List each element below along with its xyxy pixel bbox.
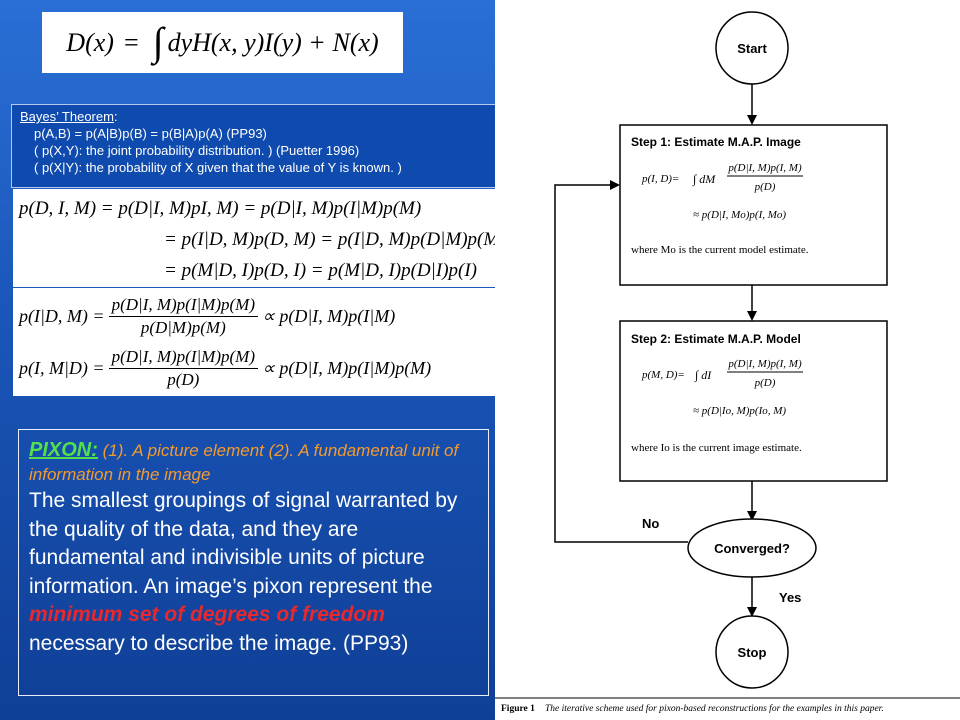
eq-integrand: dyH(x, y)I(y) bbox=[167, 27, 302, 57]
posterior-rhs: ∝ p(D|I, M)p(I|M)p(M) bbox=[261, 357, 432, 378]
joint-eq-row: = p(M|D, I)p(D, I) = p(M|D, I)p(D|I)p(I) bbox=[164, 260, 478, 281]
data-model-equation: D(x) = ∫ dyH(x, y)I(y) + N(x) bbox=[42, 12, 403, 73]
step2-eq1-integral: ∫ dI bbox=[694, 368, 712, 382]
eq-lhs: D(x) bbox=[66, 27, 114, 57]
step1-eq1-lhs: p(I, D)= bbox=[641, 173, 679, 185]
posterior-lhs: p(I|D, M) = bbox=[19, 305, 105, 326]
stop-node bbox=[715, 615, 789, 689]
bayes-theorem-box: Bayes’ Theorem: p(A,B) = p(A|B)p(B) = p(… bbox=[11, 104, 496, 188]
step2-eq2: ≈ p(D|Io, M)p(Io, M) bbox=[693, 405, 786, 417]
no-label: No bbox=[642, 516, 659, 531]
flowchart-diagram: Start Step 1: Estimate M.A.P. Image p(I,… bbox=[495, 11, 960, 714]
step1-title: Step 1: Estimate M.A.P. Image bbox=[631, 135, 801, 149]
posterior-lhs: p(I, M|D) = bbox=[19, 357, 105, 378]
pixon-definition-box: PIXON: (1). A picture element (2). A fun… bbox=[18, 429, 489, 696]
eq-equals: = bbox=[123, 27, 139, 57]
step2-eq1-numerator: p(D|I, M)p(I, M) bbox=[727, 358, 802, 370]
pixon-keyword: PIXON: bbox=[29, 439, 98, 461]
pixon-body: The smallest groupings of signal warrant… bbox=[29, 487, 478, 658]
caption-text: The iterative scheme used for pixon-base… bbox=[545, 703, 884, 714]
pixon-short-definition: (1). A picture element (2). A fundamenta… bbox=[29, 441, 459, 484]
fraction-numerator: p(D|I, M)p(I|M)p(M) bbox=[108, 347, 258, 369]
fraction-denominator: p(D) bbox=[167, 369, 200, 389]
posterior-eq-row: p(I|D, M) = p(D|I, M)p(I|M)p(M) p(D|M)p(… bbox=[19, 290, 532, 342]
posterior-equations: p(I|D, M) = p(D|I, M)p(I|M)p(M) p(D|M)p(… bbox=[13, 288, 532, 396]
joint-eq-row: p(D, I, M) = p(D|I, M)pI, M) = p(D|I, M)… bbox=[19, 198, 422, 219]
yes-label: Yes bbox=[779, 590, 801, 605]
no-loop-line bbox=[554, 180, 688, 543]
step2-note: where Io is the current image estimate. bbox=[631, 442, 802, 454]
eq-plus: + bbox=[309, 27, 325, 57]
step2-title: Step 2: Estimate M.A.P. Model bbox=[631, 332, 801, 346]
joint-probability-equations: p(D, I, M) = p(D|I, M)pI, M) = p(D|I, M)… bbox=[13, 189, 524, 287]
start-label: Start bbox=[737, 41, 767, 56]
pixon-header: PIXON: (1). A picture element (2). A fun… bbox=[29, 438, 478, 487]
step1-eq2: ≈ p(D|I, Mo)p(I, Mo) bbox=[693, 209, 786, 221]
stop-label: Stop bbox=[738, 645, 767, 660]
pixon-body-text-end: necessary to describe the image. (PP93) bbox=[29, 631, 409, 655]
converged-label: Converged? bbox=[714, 541, 790, 556]
pixon-body-text: The smallest groupings of signal warrant… bbox=[29, 489, 458, 598]
eq-noise-term: N(x) bbox=[332, 27, 379, 57]
step1-eq1-numerator: p(D|I, M)p(I, M) bbox=[727, 162, 802, 174]
step1-eq1-denominator: p(D) bbox=[754, 181, 776, 193]
pixon-highlight: minimum set of degrees of freedom bbox=[29, 603, 385, 626]
flowchart-panel: Start Step 1: Estimate M.A.P. Image p(I,… bbox=[495, 0, 960, 720]
bayes-line-2: ( p(X,Y): the joint probability distribu… bbox=[34, 143, 360, 158]
bayes-line-3: ( p(X|Y): the probability of X given tha… bbox=[34, 160, 402, 175]
step2-eq1-lhs: p(M, D)= bbox=[641, 369, 685, 381]
step1-box bbox=[619, 124, 888, 286]
bayes-line-1: p(A,B) = p(A|B)p(B) = p(B|A)p(A) (PP93) bbox=[34, 126, 267, 141]
joint-eq-row: = p(I|D, M)p(D, M) = p(I|D, M)p(D|M)p(M) bbox=[164, 229, 506, 250]
caption-label: Figure 1 bbox=[501, 704, 535, 714]
posterior-fraction: p(D|I, M)p(I|M)p(M) p(D) bbox=[108, 347, 258, 390]
bayes-title: Bayes’ Theorem bbox=[20, 109, 114, 124]
integral-sign: ∫ bbox=[152, 19, 164, 64]
step2-eq1-denominator: p(D) bbox=[754, 377, 776, 389]
step2-box bbox=[619, 320, 888, 482]
step1-eq1-integral: ∫ dM bbox=[692, 172, 716, 186]
fraction-denominator: p(D|M)p(M) bbox=[140, 317, 226, 337]
fraction-numerator: p(D|I, M)p(I|M)p(M) bbox=[108, 295, 258, 317]
posterior-rhs: ∝ p(D|I, M)p(I|M) bbox=[261, 305, 396, 326]
posterior-eq-row: p(I, M|D) = p(D|I, M)p(I|M)p(M) p(D) ∝ p… bbox=[19, 342, 532, 394]
posterior-fraction: p(D|I, M)p(I|M)p(M) p(D|M)p(M) bbox=[108, 295, 258, 338]
step1-note: where Mo is the current model estimate. bbox=[631, 244, 809, 256]
